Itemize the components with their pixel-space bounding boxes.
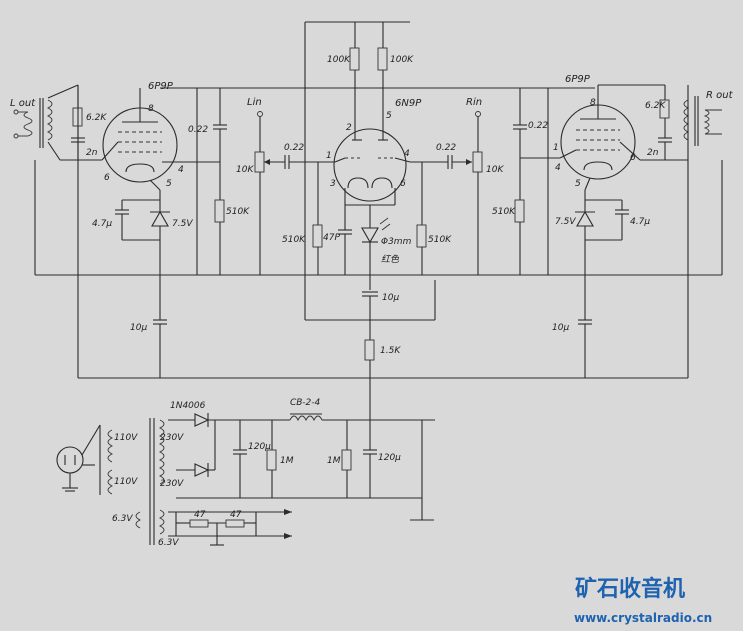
center-bias-network — [312, 162, 427, 290]
led-size-label: Φ3mm — [381, 237, 412, 247]
left-grid-resistor — [214, 162, 225, 275]
c-10u-left-label: 10μ — [130, 323, 147, 333]
right-tube-label: 6P9P — [565, 74, 591, 85]
r-1m-label-1: 1M — [280, 456, 294, 466]
ground-bus — [34, 160, 723, 276]
c-2n-right-label: 2n — [647, 148, 659, 158]
t-230v-label-1: 230V — [160, 433, 184, 443]
r-100k-label-a: 100K — [327, 55, 351, 65]
c-022-right-label-1: 0.22 — [436, 143, 456, 153]
watermark-title: 矿石收音机 — [575, 576, 685, 602]
pin-5-left: 5 — [166, 179, 172, 189]
center-tube — [333, 128, 448, 206]
c-47u-right-label: 4.7μ — [630, 217, 650, 227]
c-022-right-label-2: 0.22 — [528, 121, 548, 131]
pin-1-right: 1 — [553, 143, 559, 153]
left-zobel-network — [60, 85, 102, 161]
left-output-tube — [101, 88, 220, 191]
r-510k-label-2: 510K — [282, 235, 306, 245]
zener-75v-right-label: 7.5V — [555, 217, 576, 227]
choke-label: CB-2-4 — [290, 398, 321, 408]
r-510k-label-3: 510K — [428, 235, 452, 245]
pin-3-mid: 3 — [330, 179, 336, 189]
right-coupling-cap — [513, 88, 560, 275]
r-100k-label-b: 100K — [390, 55, 414, 65]
pin-1-mid: 1 — [326, 151, 332, 161]
r-510k-label-4: 510K — [492, 207, 516, 217]
t-230v-label-2: 230V — [160, 479, 184, 489]
pin-6-mid: 6 — [400, 179, 406, 189]
pin-8-right: 8 — [590, 98, 596, 108]
power-transformer — [107, 418, 165, 545]
right-10u-cap — [578, 275, 592, 378]
led-color-label: 红色 — [381, 254, 400, 265]
r-out-label: R out — [706, 90, 734, 101]
pin-6-left: 6 — [104, 173, 110, 183]
pin-5-right: 5 — [575, 179, 581, 189]
pot-10k-left-label: 10K — [236, 165, 254, 175]
c-2n-left-label: 2n — [86, 148, 98, 158]
c-120u-label-1: 120μ — [248, 442, 271, 452]
r-62k-left-label: 6.2K — [86, 113, 107, 123]
pot-10k-right-label: 10K — [486, 165, 504, 175]
diode-label: 1N4006 — [170, 401, 206, 411]
c-022-left-label-1: 0.22 — [188, 125, 208, 135]
right-output-tube — [559, 85, 641, 191]
t-110v-label-1: 110V — [114, 433, 138, 443]
c-120u-label-2: 120μ — [378, 453, 401, 463]
right-zobel-network — [598, 84, 688, 161]
heater-circuit — [168, 509, 292, 546]
pin-8-left: 8 — [148, 104, 154, 114]
mains-plug — [56, 424, 101, 495]
r-62k-right-label: 6.2K — [645, 101, 666, 111]
watermark-url: www.crystalradio.cn — [574, 611, 712, 625]
pin-5-mid: 5 — [386, 111, 392, 121]
c-47p-label: 47P — [323, 233, 340, 243]
site-watermark: 矿石收音机 www.crystalradio.cn — [574, 576, 712, 625]
c-10u-mid-label: 10μ — [382, 293, 399, 303]
center-supply-filter — [362, 280, 436, 420]
left-10u-cap — [153, 275, 167, 378]
pin-2-mid: 2 — [346, 123, 352, 133]
c-10u-right-label: 10μ — [552, 323, 569, 333]
right-output-transformer — [683, 96, 722, 146]
l-out-label: L out — [10, 98, 36, 109]
t-63v-label-2: 6.3V — [158, 538, 179, 548]
left-output-transformer — [13, 84, 79, 161]
zener-75v-left-label: 7.5V — [172, 219, 193, 229]
center-tube-label: 6N9P — [395, 98, 422, 109]
r-510k-label-1: 510K — [226, 207, 250, 217]
left-cathode-bias — [115, 190, 170, 275]
pin-4-right: 4 — [555, 163, 561, 173]
filter-section — [176, 413, 435, 521]
t-63v-label-1: 6.3V — [112, 514, 133, 524]
r-in-label: Rin — [466, 97, 482, 108]
pin-4-left: 4 — [178, 165, 184, 175]
r-15k-label: 1.5K — [380, 346, 401, 356]
left-coupling-cap-1 — [196, 88, 227, 275]
pin-4-mid: 4 — [404, 149, 410, 159]
rectifier-diodes — [168, 413, 240, 477]
t-110v-label-2: 110V — [114, 477, 138, 487]
r-1m-label-2: 1M — [327, 456, 341, 466]
r-47-label-2: 47 — [230, 510, 242, 520]
center-plate-resistors — [349, 22, 520, 128]
left-tube-label: 6P9P — [148, 81, 174, 92]
right-cathode-bias — [575, 190, 629, 275]
c-47u-left-label: 4.7μ — [92, 219, 112, 229]
left-input-pot — [254, 111, 335, 275]
r-47-label-1: 47 — [194, 510, 206, 520]
pin-6-right: 6 — [630, 153, 636, 163]
c-022-left-label-2: 0.22 — [284, 143, 304, 153]
l-in-label: Lin — [247, 97, 262, 108]
right-input-pot — [447, 111, 483, 275]
